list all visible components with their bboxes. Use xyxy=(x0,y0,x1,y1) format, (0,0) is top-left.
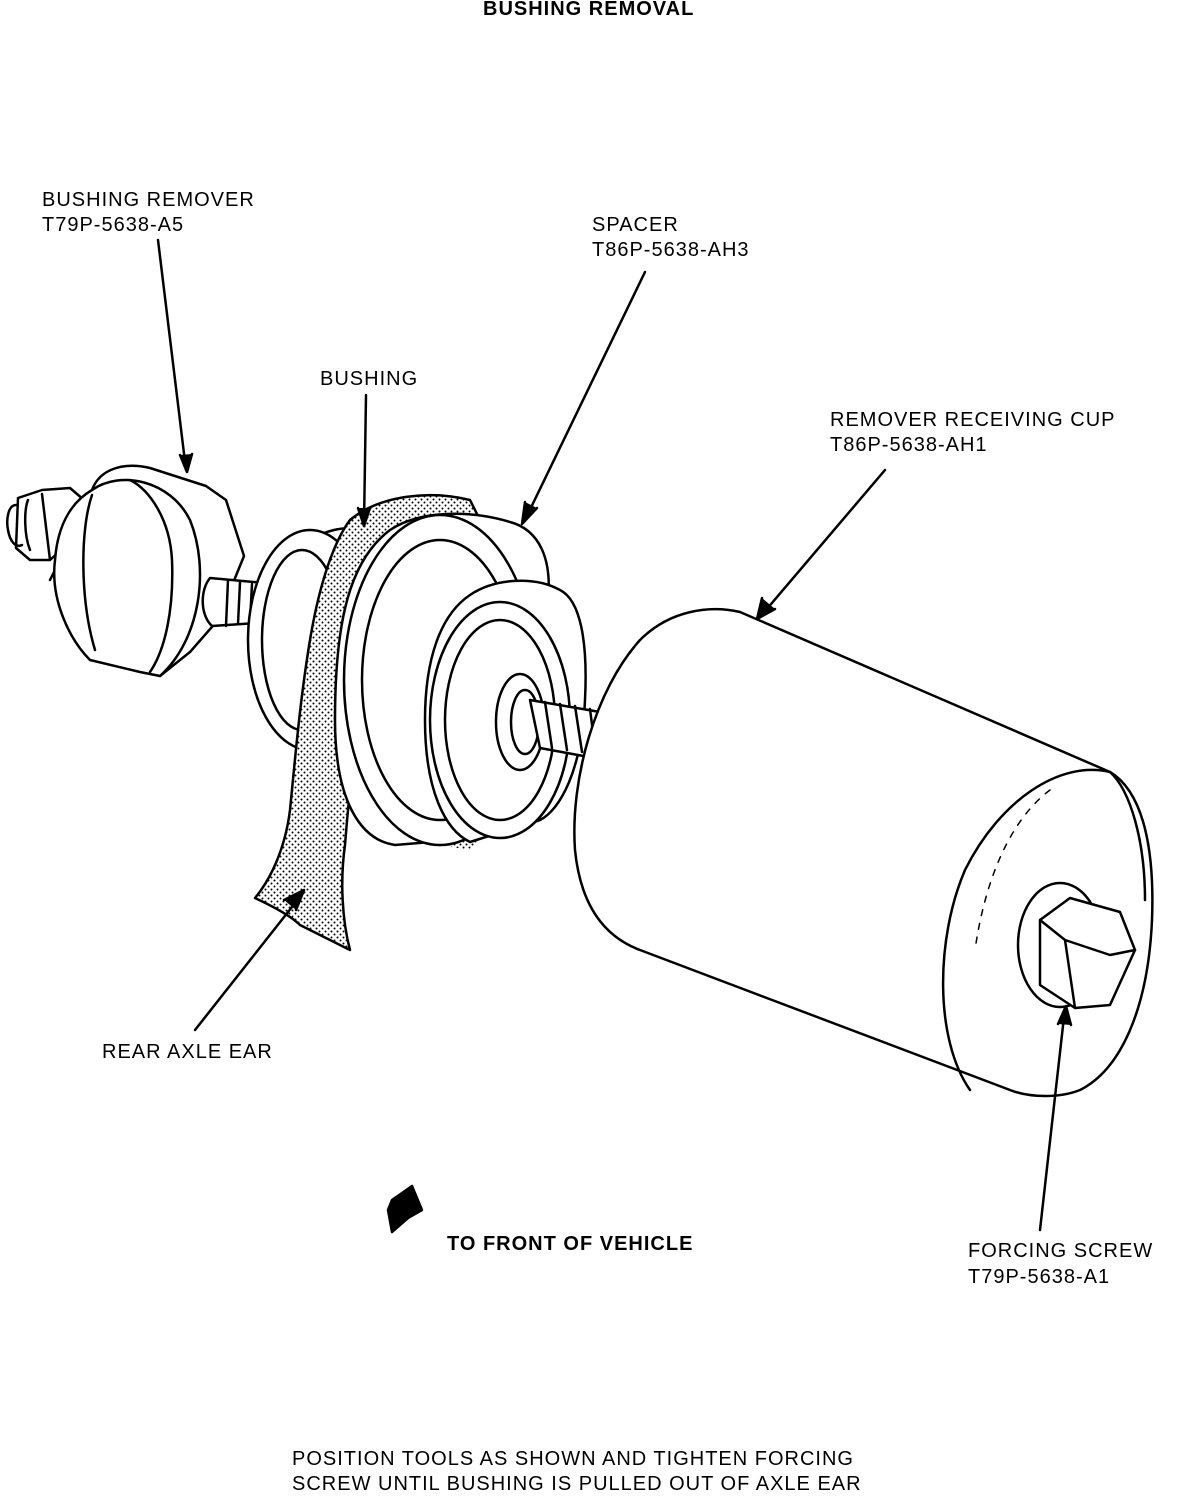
forcing-screw-head xyxy=(1016,881,1137,1010)
label-receiving-cup-part: T86P-5638-AH1 xyxy=(830,434,988,456)
label-bushing: BUSHING xyxy=(320,368,419,390)
label-spacer: SPACER xyxy=(592,214,679,236)
front-direction-arrow xyxy=(386,1184,424,1234)
label-forcing-screw-part: T79P-5638-A1 xyxy=(968,1266,1111,1288)
label-bushing-remover-part: T79P-5638-A5 xyxy=(42,214,185,236)
label-spacer-part: T86P-5638-AH3 xyxy=(592,239,750,261)
label-receiving-cup: REMOVER RECEIVING CUP xyxy=(830,409,1116,431)
caption-line-1: POSITION TOOLS AS SHOWN AND TIGHTEN FORC… xyxy=(292,1448,854,1470)
caption-line-2: SCREW UNTIL BUSHING IS PULLED OUT OF AXL… xyxy=(292,1473,862,1495)
label-bushing-remover: BUSHING REMOVER xyxy=(42,189,255,211)
label-rear-axle-ear: REAR AXLE EAR xyxy=(102,1041,273,1063)
remover-receiving-cup xyxy=(573,607,1154,1098)
diagram-title: BUSHING REMOVAL xyxy=(483,0,695,20)
leader-lines xyxy=(156,238,1073,1232)
label-forcing-screw: FORCING SCREW xyxy=(968,1240,1154,1262)
label-front-of-vehicle: TO FRONT OF VEHICLE xyxy=(447,1233,694,1255)
bushing-remover-body xyxy=(52,464,246,678)
